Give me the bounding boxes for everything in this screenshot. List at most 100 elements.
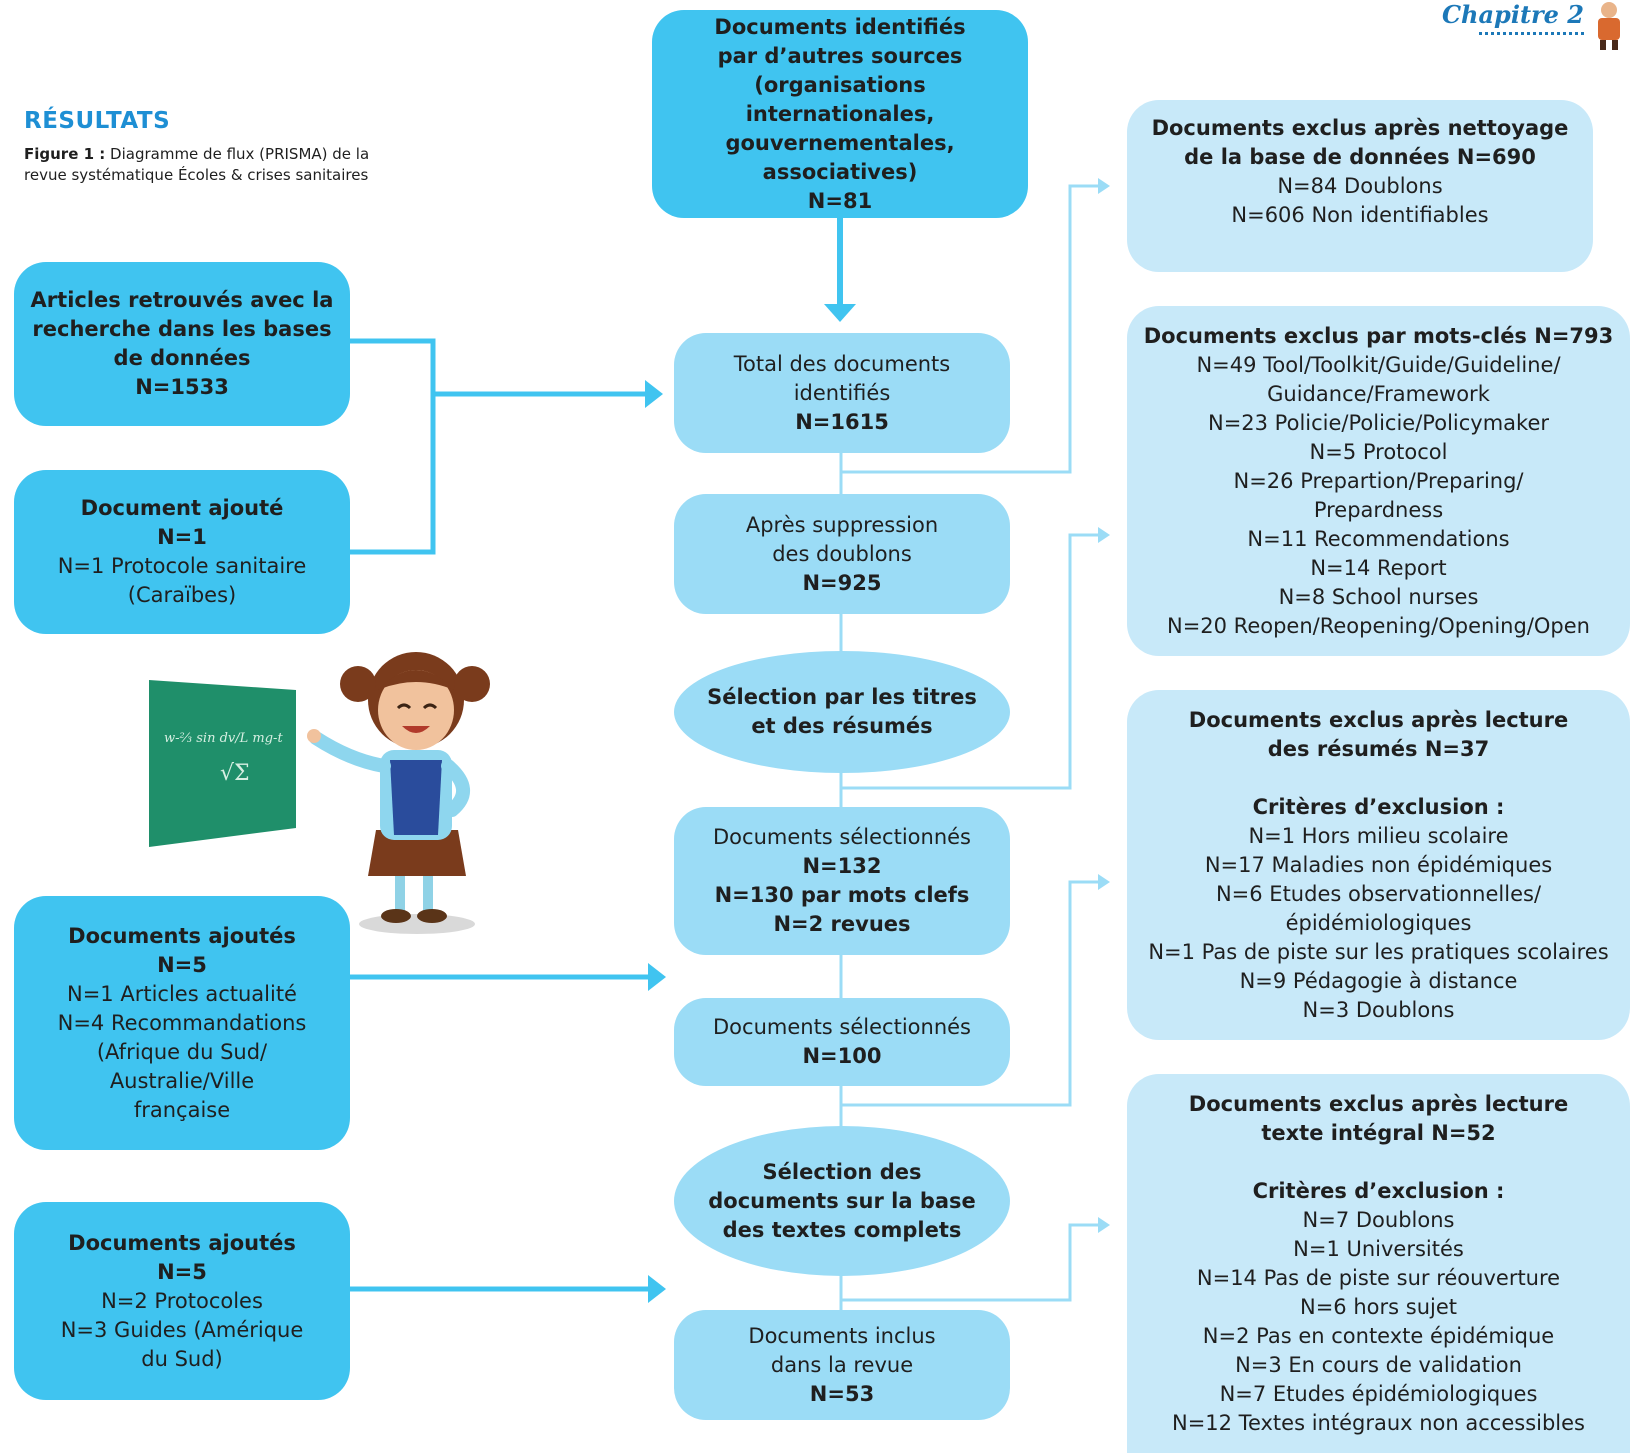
selected-100-count: N=100 — [802, 1044, 882, 1068]
keywords-item: N=23 Policie/Policie/Policymaker — [1207, 410, 1549, 435]
keywords-title: Documents exclus par mots-clés N=793 — [1143, 323, 1614, 348]
added-one-line: (Caraïbes) — [127, 583, 237, 607]
fulltext-item: N=14 Pas de piste sur réouverture — [1196, 1265, 1561, 1290]
added-five-b-box: Documents ajoutés N=5 N=2 Protocoles N=3… — [14, 1202, 350, 1400]
schoolgirl-illustration-icon: w-⅔ sin dv/L mg-t √Σ — [149, 652, 490, 934]
bracket-databases — [350, 338, 436, 555]
total-line: Total des documents — [733, 351, 951, 376]
cleaning-item: N=84 Doublons — [1277, 174, 1443, 198]
added-five-b-line: du Sud) — [141, 1346, 223, 1371]
databases-line: de données — [113, 346, 251, 370]
screen-titles-line: Sélection par les titres — [707, 685, 977, 709]
selected-132-box: Documents sélectionnés N=132 N=130 par m… — [674, 807, 1010, 955]
included-line: dans la revue — [770, 1352, 914, 1377]
added-five-a-box: Documents ajoutés N=5 N=1 Articles actua… — [14, 896, 350, 1150]
branch-keywords — [841, 533, 1100, 790]
excluded-abstracts-box: Documents exclus après lecture des résum… — [1127, 690, 1630, 1040]
branch-fulltext — [841, 1223, 1100, 1302]
databases-box: Articles retrouvés avec la recherche dan… — [14, 262, 350, 426]
selected-132-label: Documents sélectionnés — [713, 825, 971, 849]
other-sources-line: associatives) — [762, 159, 918, 184]
dedup-line: Après suppression — [745, 512, 939, 537]
added-five-a-count: N=5 — [157, 952, 207, 977]
keywords-item: N=49 Tool/Toolkit/Guide/Guideline/ — [1196, 352, 1561, 377]
other-sources-line: (organisations internationales, — [745, 72, 935, 126]
fulltext-screening-ellipse: Sélection des documents sur la base des … — [674, 1126, 1010, 1276]
included-count: N=53 — [809, 1381, 875, 1406]
arrowhead-other-sources — [824, 304, 856, 322]
added-one-title: Document ajouté — [80, 496, 284, 520]
screen-full-line: Sélection des — [762, 1159, 922, 1184]
results-header: RÉSULTATS Figure 1 : Diagramme de flux (… — [24, 108, 384, 186]
screen-full-line: documents sur la base — [708, 1188, 976, 1213]
keywords-item: N=11 Recommendations — [1247, 526, 1510, 551]
fulltext-item: N=1 Universités — [1293, 1236, 1464, 1261]
added-five-b-line: N=3 Guides (Amérique — [60, 1317, 304, 1342]
keywords-item: N=14 Report — [1310, 555, 1447, 580]
after-dedup-box: Après suppression des doublons N=925 — [674, 494, 1010, 614]
fulltext-title: Documents exclus après lecture — [1188, 1091, 1569, 1116]
arrowhead-added-a — [648, 963, 666, 991]
keywords-item: N=8 School nurses — [1278, 584, 1479, 609]
other-sources-line: gouvernementales, — [725, 130, 955, 155]
chalkboard-icon — [149, 680, 296, 847]
abstracts-item: N=9 Pédagogie à distance — [1239, 968, 1518, 993]
selected-100-box: Documents sélectionnés N=100 — [674, 998, 1010, 1086]
keywords-item: N=20 Reopen/Reopening/Opening/Open — [1166, 613, 1590, 638]
databases-count: N=1533 — [135, 375, 229, 399]
fulltext-item: N=7 Etudes épidémiologiques — [1219, 1381, 1538, 1406]
added-one-box: Document ajouté N=1 N=1 Protocole sanita… — [14, 470, 350, 634]
screen-full-line: des textes complets — [722, 1217, 962, 1242]
keywords-item: N=5 Protocol — [1309, 439, 1448, 464]
added-one-count: N=1 — [157, 525, 207, 549]
cleaning-title: de la base de données N=690 — [1184, 145, 1536, 169]
selected-132-reviews: N=2 revues — [773, 912, 911, 936]
added-five-b-title: Documents ajoutés — [68, 1230, 296, 1255]
keywords-item: N=26 Prepartion/Preparing/ — [1233, 468, 1524, 493]
databases-line: Articles retrouvés avec la — [30, 288, 334, 312]
fulltext-item: N=6 hors sujet — [1300, 1294, 1457, 1319]
other-sources-line: Documents identifiés — [714, 14, 966, 39]
title-abstract-screening-ellipse: Sélection par les titres et des résumés — [674, 651, 1010, 773]
databases-line: recherche dans les bases — [32, 317, 332, 341]
selected-100-label: Documents sélectionnés — [713, 1015, 971, 1039]
svg-text:w-⅔ sin dv/L mg-t: w-⅔ sin dv/L mg-t — [164, 731, 283, 746]
fulltext-item: N=7 Doublons — [1302, 1207, 1455, 1232]
arrowhead-added-b — [648, 1275, 666, 1303]
keywords-item: Prepardness — [1313, 497, 1444, 522]
screen-titles-line: et des résumés — [751, 714, 933, 738]
fulltext-item: N=3 En cours de validation — [1235, 1352, 1522, 1377]
added-five-a-line: N=1 Articles actualité — [67, 981, 297, 1006]
abstracts-criteria-label: Critères d’exclusion : — [1252, 794, 1505, 819]
abstracts-item: N=17 Maladies non épidémiques — [1204, 852, 1553, 877]
other-sources-line: par d’autres sources — [717, 43, 963, 68]
included-line: Documents inclus — [748, 1323, 936, 1348]
abstracts-item: N=1 Pas de piste sur les pratiques scola… — [1148, 939, 1609, 964]
fulltext-item: N=2 Pas en contexte épidémique — [1202, 1323, 1555, 1348]
excluded-cleaning-box: Documents exclus après nettoyage de la b… — [1127, 100, 1593, 272]
chapter-dots — [1479, 32, 1584, 35]
added-five-a-line: Australie/Ville — [109, 1068, 255, 1093]
chapter-mascot-icon — [1598, 2, 1620, 50]
cleaning-title: Documents exclus après nettoyage — [1151, 116, 1569, 140]
added-five-a-line: française — [133, 1097, 231, 1122]
selected-132-keywords: N=130 par mots clefs — [714, 883, 970, 907]
dedup-line: des doublons — [772, 541, 912, 566]
added-one-line: N=1 Protocole sanitaire — [57, 554, 307, 578]
other-sources-box: Documents identifiés par d’autres source… — [652, 10, 1028, 218]
chapter-tag: Chapitre 2 — [1441, 0, 1584, 29]
added-five-a-line: N=4 Recommandations — [57, 1010, 307, 1035]
included-box: Documents inclus dans la revue N=53 — [674, 1310, 1010, 1420]
selected-132-count: N=132 — [802, 854, 882, 878]
excluded-fulltext-box: Documents exclus après lecture texte int… — [1127, 1074, 1630, 1453]
total-count: N=1615 — [795, 409, 889, 434]
figure-caption: Figure 1 : Diagramme de flux (PRISMA) de… — [24, 144, 384, 186]
abstracts-item: N=6 Etudes observationnelles/ — [1215, 881, 1542, 906]
added-five-a-line: (Afrique du Sud/ — [96, 1039, 268, 1064]
keywords-item: Guidance/Framework — [1267, 381, 1490, 406]
added-five-a-title: Documents ajoutés — [68, 923, 296, 948]
abstracts-item: épidémiologiques — [1285, 910, 1472, 935]
excluded-keywords-box: Documents exclus par mots-clés N=793 N=4… — [1127, 306, 1630, 656]
abstracts-title: des résumés N=37 — [1267, 736, 1490, 761]
